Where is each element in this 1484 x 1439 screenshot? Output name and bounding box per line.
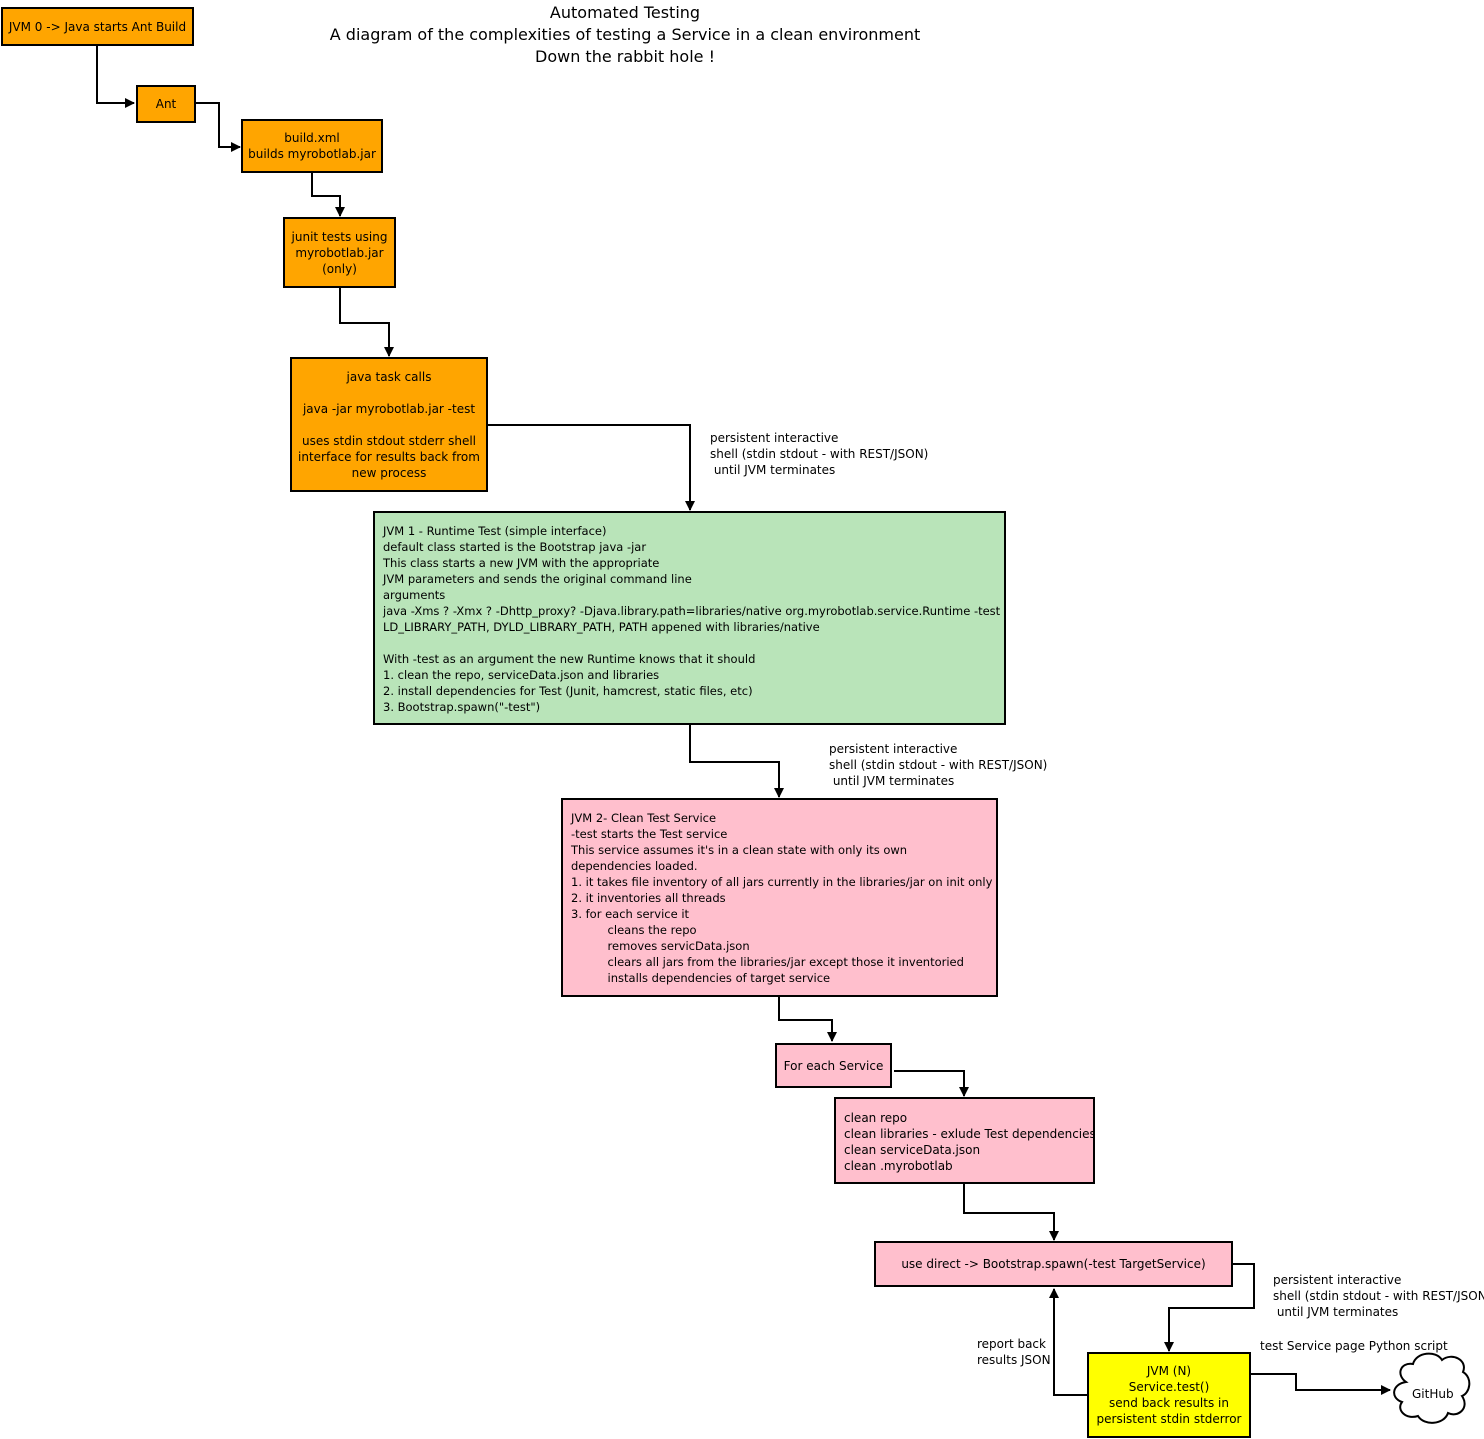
edge-usedirect-jvmn xyxy=(1164,1263,1255,1352)
node-clean-line: clean .myrobotlab xyxy=(844,1159,953,1173)
node-jvm0-text: JVM 0 -> Java starts Ant Build xyxy=(8,19,187,34)
edge-clean-usedirect xyxy=(963,1184,1059,1241)
node-jvm1-line: java -Xms ? -Xmx ? -Dhttp_proxy? -Djava.… xyxy=(383,604,1001,618)
node-clean-line: clean libraries - exlude Test dependenci… xyxy=(844,1127,1095,1141)
edge-label-line: persistent interactive xyxy=(710,431,839,445)
node-jvm1-line xyxy=(383,635,996,651)
node-jvm1-line: 1. clean the repo, serviceData.json and … xyxy=(383,668,660,682)
edge-label-line: shell (stdin stdout - with REST/JSON) xyxy=(710,447,929,461)
node-jvm-n: JVM (N) Service.test() send back results… xyxy=(1087,1352,1251,1438)
node-junit-line: (only) xyxy=(322,261,357,276)
node-jvm2-line: removes servicData.json xyxy=(571,939,750,953)
edge-label-shell-3: persistent interactive shell (stdin stdo… xyxy=(1273,1272,1484,1320)
github-label: GitHub xyxy=(1412,1387,1454,1401)
edge-label-line: shell (stdin stdout - with REST/JSON) xyxy=(829,758,1048,772)
node-build-line: build.xml xyxy=(284,131,340,145)
edge-jvm2-foreach xyxy=(778,997,837,1042)
edge-label-line: until JVM terminates xyxy=(1273,1305,1399,1319)
github-cloud-shape xyxy=(1393,1352,1471,1424)
edge-ant-build xyxy=(196,102,241,152)
edge-label-report-back: report back results JSON xyxy=(977,1336,1051,1368)
node-jvm1-line: JVM parameters and sends the original co… xyxy=(383,572,692,586)
node-jvm-n-line: Service.test() xyxy=(1128,1380,1210,1394)
node-jvm1-line: This class starts a new JVM with the app… xyxy=(383,556,660,570)
node-jvm1-line: With -test as an argument the new Runtim… xyxy=(383,652,756,666)
node-clean: clean repo clean libraries - exlude Test… xyxy=(834,1097,1095,1184)
node-junit-line: myrobotlab.jar xyxy=(295,245,384,260)
node-jvm2-line: 1. it takes file inventory of all jars c… xyxy=(571,875,993,889)
node-jvm1-line: arguments xyxy=(383,588,446,602)
edge-label-line: shell (stdin stdout - with REST/JSON) xyxy=(1273,1289,1484,1303)
title-line-1: Automated Testing xyxy=(549,3,701,22)
edge-jvm1-jvm2 xyxy=(689,725,784,798)
node-jvm1-line: 3. Bootstrap.spawn("-test") xyxy=(383,700,541,714)
node-jvm-n-line: persistent stdin stderror xyxy=(1096,1412,1242,1426)
node-use-direct-spawn: use direct -> Bootstrap.spawn(-test Targ… xyxy=(874,1241,1233,1287)
node-jvm1-line: default class started is the Bootstrap j… xyxy=(383,540,647,554)
edge-label-line: results JSON xyxy=(977,1353,1051,1367)
edge-label-line: persistent interactive xyxy=(1273,1273,1402,1287)
node-java-task-line: new process xyxy=(351,465,427,480)
node-clean-line: clean serviceData.json xyxy=(844,1143,981,1157)
node-for-each-text: For each Service xyxy=(783,1058,884,1073)
title-line-2: A diagram of the complexities of testing… xyxy=(329,25,921,44)
node-junit: junit tests using myrobotlab.jar (only) xyxy=(283,217,396,288)
node-jvm2-line: 2. it inventories all threads xyxy=(571,891,726,905)
edge-label-shell-2: persistent interactive shell (stdin stdo… xyxy=(829,741,1047,789)
node-jvm1-runtime-test: JVM 1 - Runtime Test (simple interface) … xyxy=(373,511,1006,725)
title-line-3: Down the rabbit hole ! xyxy=(535,47,715,66)
edge-label-shell-1: persistent interactive shell (stdin stdo… xyxy=(710,430,928,478)
edge-label-line: report back xyxy=(977,1337,1046,1351)
node-jvm2-clean-test-service: JVM 2- Clean Test Service -test starts t… xyxy=(561,798,998,997)
node-java-task-line: interface for results back from xyxy=(298,449,480,464)
node-use-direct-text: use direct -> Bootstrap.spawn(-test Targ… xyxy=(901,1257,1206,1271)
edge-jvm0-ant xyxy=(96,46,135,108)
node-clean-line: clean repo xyxy=(844,1111,908,1125)
edge-label-line: until JVM terminates xyxy=(829,774,955,788)
node-jvm-n-line: JVM (N) xyxy=(1146,1364,1192,1378)
edge-javatask-jvm1 xyxy=(488,424,695,511)
node-jvm0: JVM 0 -> Java starts Ant Build xyxy=(1,7,194,46)
diagram-title: Automated Testing A diagram of the compl… xyxy=(300,2,950,68)
edge-junit-javatask xyxy=(339,288,394,357)
node-jvm2-line: -test starts the Test service xyxy=(571,827,728,841)
node-junit-line: junit tests using xyxy=(291,229,388,244)
node-jvm-n-line: send back results in xyxy=(1109,1396,1229,1410)
node-jvm1-line: 2. install dependencies for Test (Junit,… xyxy=(383,684,753,698)
node-java-task-line: uses stdin stdout stderr shell xyxy=(301,433,476,448)
node-for-each-service: For each Service xyxy=(775,1043,892,1088)
node-ant: Ant xyxy=(136,85,196,123)
node-jvm2-line: 3. for each service it xyxy=(571,907,690,921)
edge-label-line: test Service page Python script xyxy=(1260,1339,1448,1353)
node-build-line: builds myrobotlab.jar xyxy=(248,147,376,161)
node-jvm2-line: JVM 2- Clean Test Service xyxy=(571,811,717,825)
node-build: build.xml builds myrobotlab.jar xyxy=(241,119,383,173)
node-jvm2-line: This service assumes it's in a clean sta… xyxy=(571,843,908,857)
edge-label-line: until JVM terminates xyxy=(710,463,836,477)
edge-jvmn-usedirect xyxy=(1049,1288,1087,1396)
node-jvm1-line: JVM 1 - Runtime Test (simple interface) xyxy=(383,524,607,538)
node-ant-text: Ant xyxy=(155,97,177,111)
node-java-task: java task calls java -jar myrobotlab.jar… xyxy=(290,357,488,492)
node-jvm1-line: LD_LIBRARY_PATH, DYLD_LIBRARY_PATH, PATH… xyxy=(383,620,820,634)
edge-build-junit xyxy=(311,173,345,217)
edge-foreach-clean xyxy=(894,1070,969,1097)
node-jvm2-line: cleans the repo xyxy=(571,923,697,937)
node-java-task-line: java -jar myrobotlab.jar -test xyxy=(302,401,476,416)
node-jvm2-line: installs dependencies of target service xyxy=(571,971,831,985)
node-jvm2-line: clears all jars from the libraries/jar e… xyxy=(571,955,964,969)
edge-jvmn-github xyxy=(1251,1373,1391,1395)
node-java-task-line: java task calls xyxy=(346,369,432,384)
edge-label-line: persistent interactive xyxy=(829,742,958,756)
edge-label-python-script: test Service page Python script xyxy=(1260,1338,1448,1354)
node-jvm2-line: dependencies loaded. xyxy=(571,859,698,873)
